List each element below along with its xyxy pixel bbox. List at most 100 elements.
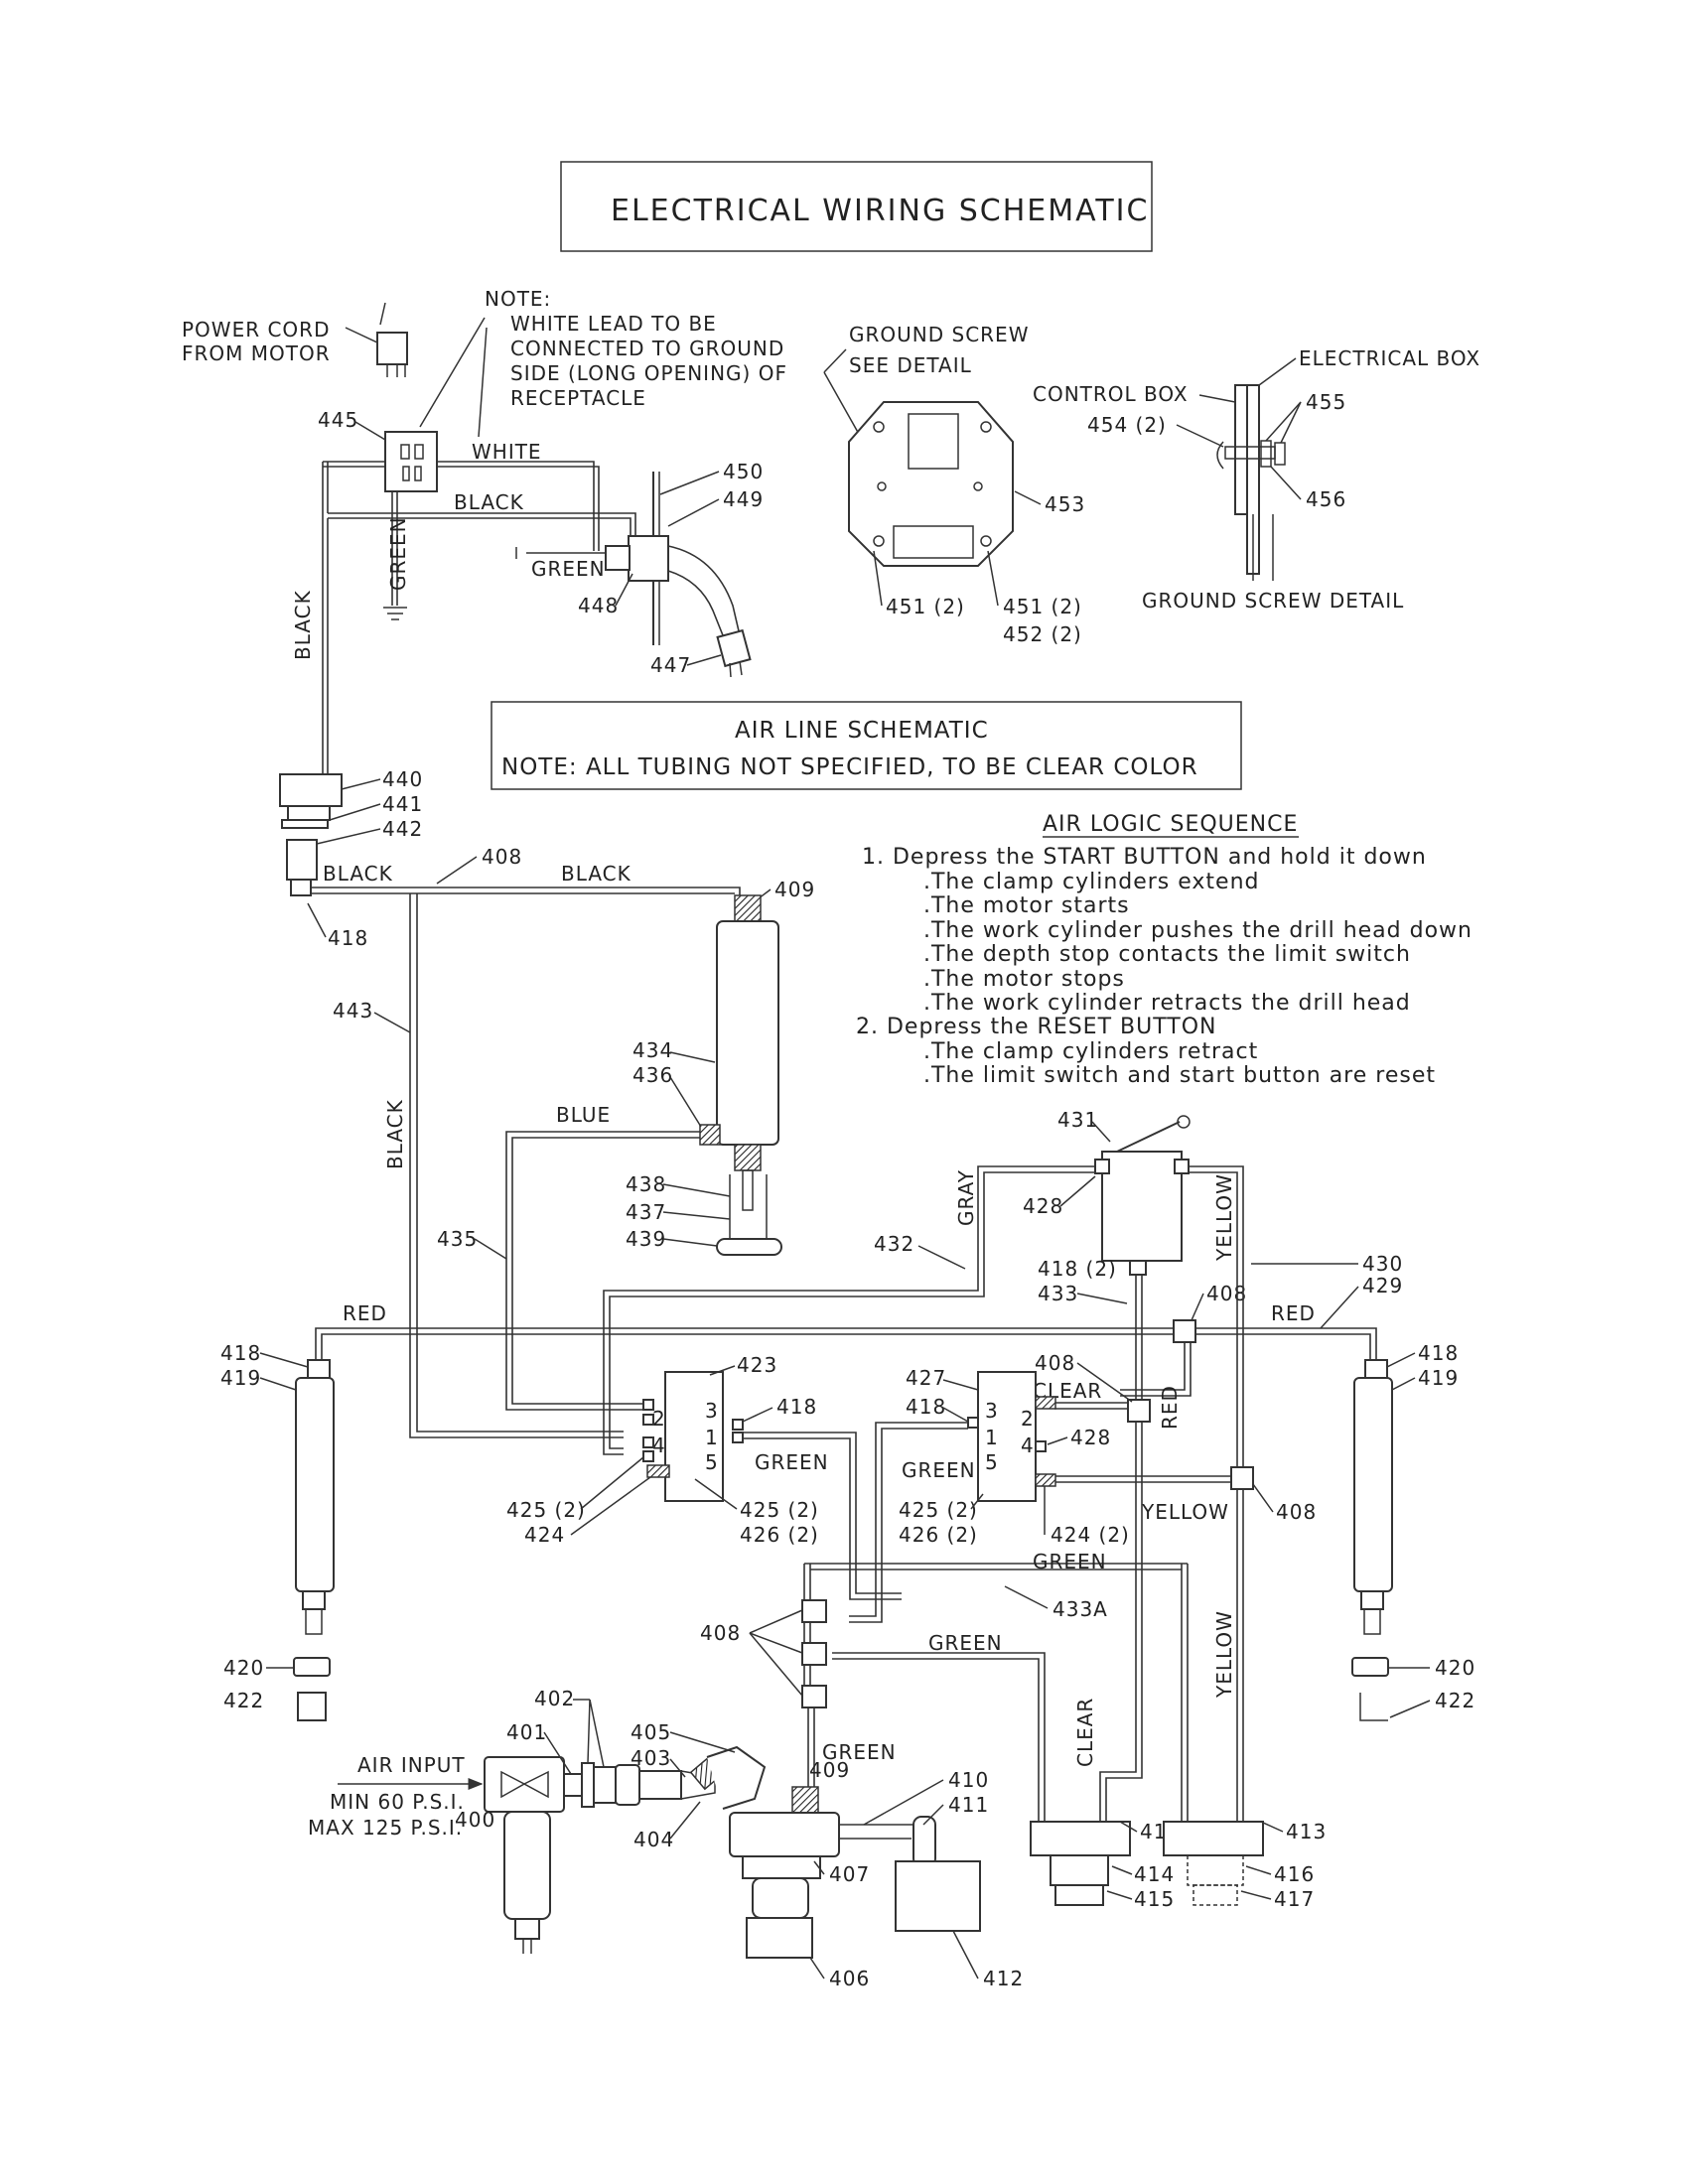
sequence-step-1a: .The clamp cylinders extend: [923, 870, 1260, 894]
part-415-label: 415: [1134, 1887, 1175, 1911]
part-408-yellow-label: 408: [1276, 1500, 1317, 1524]
motor-plug-assembly: GREEN 450 449 448 447: [515, 460, 764, 678]
clear-tube-label-bottom: CLEAR: [1073, 1698, 1097, 1767]
part-425-left-label: 425 (2): [506, 1498, 586, 1522]
part-425-center-label: 425 (2): [740, 1498, 819, 1522]
red-tube-label-vertical: RED: [1158, 1385, 1182, 1430]
electrical-box-label: ELECTRICAL BOX: [1299, 346, 1480, 370]
part-431-label: 431: [1057, 1108, 1098, 1132]
yellow-tubing: YELLOW YELLOW YELLOW 408: [904, 1165, 1317, 1822]
part-453-label: 453: [1045, 492, 1085, 516]
green-label-manifold-bottom: GREEN: [822, 1740, 897, 1764]
part-429-label: 429: [1362, 1274, 1403, 1297]
part-426-right-label: 426 (2): [899, 1523, 978, 1547]
ground-screw-label-2: SEE DETAIL: [849, 353, 972, 377]
valve-423-port-3: 3: [705, 1399, 719, 1423]
valve-427-port-2: 2: [1021, 1407, 1035, 1431]
part-400-label: 400: [455, 1808, 495, 1832]
top-wires: WHITE BLACK GREEN BLACK: [291, 440, 636, 794]
sequence-heading: AIR LOGIC SEQUENCE: [1043, 812, 1298, 837]
air-input-assembly: AIR INPUT MIN 60 P.S.I. MAX 125 P.S.I. 4…: [308, 1687, 767, 1954]
part-419-right-label: 419: [1418, 1366, 1459, 1390]
part-454-label: 454 (2): [1087, 413, 1167, 437]
part-441-label: 441: [382, 792, 423, 816]
part-419-left-label: 419: [220, 1366, 261, 1390]
part-418-right-label: 418: [1418, 1341, 1459, 1365]
part-401-label: 401: [506, 1720, 547, 1744]
part-422-left-label: 422: [223, 1689, 264, 1712]
blue-tube-label: BLUE: [556, 1103, 611, 1127]
valve-423-port-1: 1: [705, 1426, 719, 1449]
part-420-left-label: 420: [223, 1656, 264, 1680]
part-437-label: 437: [626, 1200, 666, 1224]
power-cord-group: POWER CORD FROM MOTOR: [182, 302, 408, 377]
air-line-note: NOTE: ALL TUBING NOT SPECIFIED, TO BE CL…: [501, 754, 1198, 780]
title: ELECTRICAL WIRING SCHEMATIC: [611, 194, 1149, 228]
note-title: NOTE:: [485, 287, 551, 311]
part-418-left-label: 418: [220, 1341, 261, 1365]
part-449-label: 449: [723, 487, 764, 511]
part-412-label: 412: [983, 1967, 1024, 1990]
part-406-label: 406: [829, 1967, 870, 1990]
white-wire-label: WHITE: [472, 440, 542, 464]
part-443-label: 443: [333, 999, 373, 1023]
black-wire-label-top: BLACK: [454, 490, 524, 514]
sequence-step-1b: .The motor starts: [923, 893, 1130, 918]
green-label-valve-right: GREEN: [902, 1458, 976, 1482]
black-tube-label-vertical: BLACK: [383, 1099, 407, 1169]
sequence-step-1: 1. Depress the START BUTTON and hold it …: [862, 845, 1427, 870]
valve-423-port-4: 4: [652, 1433, 666, 1457]
power-cord-plug-icon: [376, 332, 408, 365]
sequence-step-2a: .The clamp cylinders retract: [923, 1039, 1258, 1064]
green-label-manifold-top: GREEN: [1033, 1550, 1107, 1573]
part-418-v2-label: 418: [906, 1395, 946, 1419]
air-line-title: AIR LINE SCHEMATIC: [735, 718, 989, 744]
valve-423-port-2: 2: [652, 1407, 666, 1431]
valve-427: 3 1 5 2 4 427 418 GREEN 428 425 (2) 426 …: [849, 1366, 1130, 1623]
green-manifold: GREEN 433A GREEN GREEN 408: [700, 1550, 1107, 1822]
part-452-label: 452 (2): [1003, 622, 1082, 646]
black-tube-label-1: BLACK: [323, 862, 393, 886]
power-cord-label-2: FROM MOTOR: [182, 341, 331, 365]
green-ground-label: GREEN: [386, 516, 410, 591]
sequence-step-1c: .The work cylinder pushes the drill head…: [923, 918, 1473, 943]
part-438-label: 438: [626, 1172, 666, 1196]
part-450-label: 450: [723, 460, 764, 483]
part-434-label: 434: [632, 1038, 673, 1062]
air-input-max: MAX 125 P.S.I.: [308, 1816, 463, 1840]
air-input-min: MIN 60 P.S.I.: [330, 1790, 465, 1814]
part-428-bottom-label: 428: [1070, 1426, 1111, 1449]
valve-427-port-1: 1: [985, 1426, 999, 1449]
part-414-label: 414: [1134, 1862, 1175, 1886]
part-408-clear-label: 408: [1035, 1351, 1075, 1375]
sequence-step-1f: .The work cylinder retracts the drill he…: [923, 991, 1411, 1016]
note-block: NOTE: WHITE LEAD TO BE CONNECTED TO GROU…: [419, 287, 786, 438]
power-cord-label-1: POWER CORD: [182, 318, 330, 341]
note-line-2: CONNECTED TO GROUND: [510, 337, 784, 360]
clamp-cylinder-left: 418 419 420 422: [220, 1341, 335, 1721]
green-lead-label: GREEN: [531, 557, 606, 581]
part-408-manifold-label: 408: [700, 1621, 741, 1645]
green-label-valve-left: GREEN: [755, 1450, 829, 1474]
part-405-label: 405: [631, 1720, 671, 1744]
red-tube-label-left: RED: [343, 1301, 387, 1325]
start-button-413: 413 414 415: [1030, 1820, 1180, 1911]
part-428-top-label: 428: [1023, 1194, 1063, 1218]
red-tubing: RED RED RED 408 430 429: [315, 1252, 1403, 1430]
part-439-label: 439: [626, 1227, 666, 1251]
part-455-label: 455: [1306, 390, 1346, 414]
part-433-label: 433: [1038, 1282, 1078, 1305]
part-424-right-label: 424 (2): [1051, 1523, 1130, 1547]
part-424-left-label: 424: [524, 1523, 565, 1547]
part-448-label: 448: [578, 594, 619, 617]
part-456-label: 456: [1306, 487, 1346, 511]
part-435-label: 435: [437, 1227, 478, 1251]
part-408-red-label: 408: [1206, 1282, 1247, 1305]
valve-423: 3 1 5 2 4 423 418 GREEN 425 (2) 424 425 …: [506, 1353, 902, 1600]
sequence-step-1e: .The motor stops: [923, 967, 1125, 992]
blue-tubing-435: BLUE 435: [437, 1103, 700, 1411]
part-413-right-label: 413: [1286, 1820, 1327, 1843]
note-line-4: RECEPTACLE: [510, 386, 646, 410]
control-box-label: CONTROL BOX: [1033, 382, 1189, 406]
part-411-label: 411: [948, 1793, 989, 1817]
